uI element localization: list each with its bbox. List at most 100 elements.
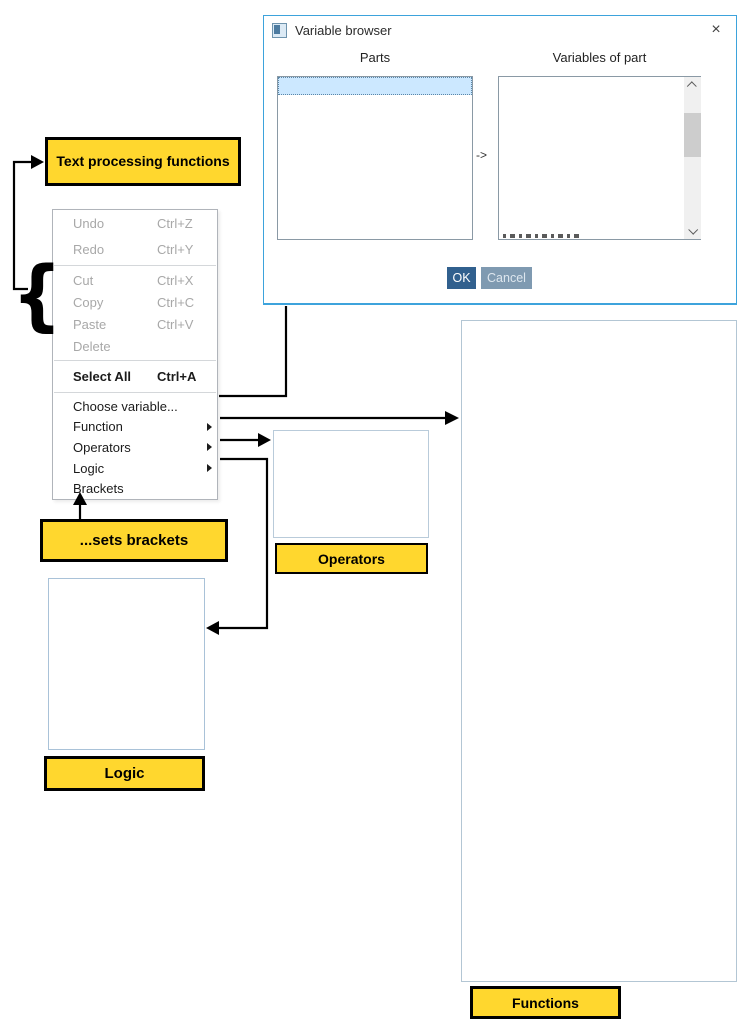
menu-item-label: Cut	[73, 272, 94, 288]
submenu-item[interactable]	[476, 389, 736, 410]
submenu-item[interactable]	[290, 515, 428, 535]
submenu-item[interactable]	[67, 707, 204, 727]
submenu-item[interactable]	[67, 585, 204, 605]
submenu-item[interactable]	[476, 832, 736, 853]
submenu-arrow-icon	[207, 464, 212, 473]
list-item[interactable]	[499, 77, 683, 95]
menu-item-shortcut: Ctrl+V	[157, 316, 194, 332]
parts-header: Parts	[359, 50, 391, 65]
submenu-item[interactable]	[476, 853, 736, 874]
submenu-item[interactable]	[476, 727, 736, 748]
menu-item-label: Logic	[73, 460, 105, 476]
submenu-item[interactable]	[476, 326, 736, 347]
submenu-item[interactable]	[476, 959, 736, 980]
parts-list[interactable]	[277, 76, 473, 240]
list-item[interactable]	[499, 167, 683, 185]
submenu-item[interactable]	[476, 896, 736, 917]
submenu-item[interactable]	[476, 685, 736, 706]
cancel-button[interactable]: Cancel	[481, 267, 532, 289]
menu-item[interactable]: Delete	[53, 335, 217, 357]
dialog-titlebar: Variable browser ×	[264, 16, 736, 44]
submenu-item[interactable]	[476, 664, 736, 685]
menu-item[interactable]: Brackets	[53, 478, 217, 499]
list-item[interactable]	[499, 113, 683, 131]
label-sets-brackets: ...sets brackets	[40, 519, 228, 562]
menu-item-shortcut: Ctrl+A	[157, 369, 197, 384]
menu-item-label: Operators	[73, 439, 131, 455]
submenu-item[interactable]	[476, 621, 736, 642]
submenu-item[interactable]	[476, 495, 736, 516]
operators-submenu	[273, 430, 429, 538]
menu-item[interactable]: Operators	[53, 437, 217, 458]
submenu-item[interactable]	[290, 435, 428, 455]
submenu-item[interactable]	[67, 687, 204, 707]
menu-item[interactable]	[53, 389, 217, 396]
scroll-up-icon[interactable]	[684, 77, 701, 94]
menu-item[interactable]: Choose variable...	[53, 396, 217, 417]
menu-item-label: Copy	[73, 294, 104, 310]
list-item[interactable]	[278, 95, 472, 113]
submenu-item[interactable]	[67, 728, 204, 748]
menu-item[interactable]: Undo Ctrl+Z	[53, 210, 217, 236]
submenu-item[interactable]	[67, 667, 204, 687]
submenu-item[interactable]	[67, 626, 204, 646]
dialog-title: Variable browser	[295, 22, 392, 38]
submenu-item[interactable]	[476, 537, 736, 558]
submenu-item[interactable]	[476, 558, 736, 579]
submenu-item[interactable]	[476, 453, 736, 474]
menu-item[interactable]: Paste Ctrl+V	[53, 313, 217, 335]
submenu-item[interactable]	[476, 600, 736, 621]
submenu-item[interactable]	[476, 769, 736, 790]
submenu-item[interactable]	[290, 475, 428, 495]
submenu-item[interactable]	[67, 646, 204, 666]
submenu-item[interactable]	[476, 874, 736, 895]
list-item[interactable]	[499, 95, 683, 113]
variables-list-clipped-row	[503, 234, 581, 238]
close-icon[interactable]: ×	[711, 21, 721, 38]
submenu-item[interactable]	[476, 642, 736, 663]
submenu-item[interactable]	[476, 410, 736, 431]
ok-button[interactable]: OK	[447, 267, 476, 289]
menu-item[interactable]	[53, 357, 217, 364]
label-logic: Logic	[44, 756, 205, 791]
submenu-item[interactable]	[476, 347, 736, 368]
list-item[interactable]	[278, 77, 472, 95]
variables-scrollbar[interactable]	[684, 77, 701, 239]
list-item[interactable]	[499, 131, 683, 149]
list-item[interactable]	[499, 203, 683, 221]
submenu-item[interactable]	[476, 368, 736, 389]
menu-item[interactable]: Select All Ctrl+A	[53, 364, 217, 389]
list-item[interactable]	[499, 185, 683, 203]
submenu-arrow-icon	[207, 422, 212, 431]
menu-item[interactable]: Logic	[53, 458, 217, 479]
submenu-item[interactable]	[476, 938, 736, 959]
submenu-item[interactable]	[290, 495, 428, 515]
menu-item-label: Redo	[73, 241, 105, 257]
functions-submenu	[461, 320, 737, 982]
menu-item[interactable]	[53, 262, 217, 269]
menu-item-shortcut: Ctrl+Y	[157, 241, 194, 257]
menu-item[interactable]: Cut Ctrl+X	[53, 269, 217, 291]
menu-item[interactable]: Copy Ctrl+C	[53, 291, 217, 313]
variables-header: Variables of part	[552, 50, 647, 65]
submenu-item[interactable]	[476, 917, 736, 938]
maps-to-arrow: ->	[476, 148, 488, 162]
list-item[interactable]	[499, 149, 683, 167]
submenu-item[interactable]	[476, 811, 736, 832]
label-operators: Operators	[275, 543, 428, 574]
submenu-item[interactable]	[476, 706, 736, 727]
menu-item[interactable]: Function	[53, 417, 217, 438]
submenu-item[interactable]	[476, 431, 736, 452]
submenu-item[interactable]	[476, 579, 736, 600]
submenu-item[interactable]	[476, 748, 736, 769]
submenu-item[interactable]	[476, 474, 736, 495]
submenu-item[interactable]	[290, 455, 428, 475]
submenu-item[interactable]	[67, 605, 204, 625]
submenu-item[interactable]	[476, 790, 736, 811]
menu-item[interactable]: Redo Ctrl+Y	[53, 236, 217, 262]
scrollbar-track[interactable]	[684, 77, 701, 239]
submenu-item[interactable]	[476, 516, 736, 537]
scrollbar-thumb[interactable]	[684, 113, 701, 157]
scroll-down-icon[interactable]	[684, 222, 701, 239]
variables-list[interactable]	[498, 76, 701, 240]
